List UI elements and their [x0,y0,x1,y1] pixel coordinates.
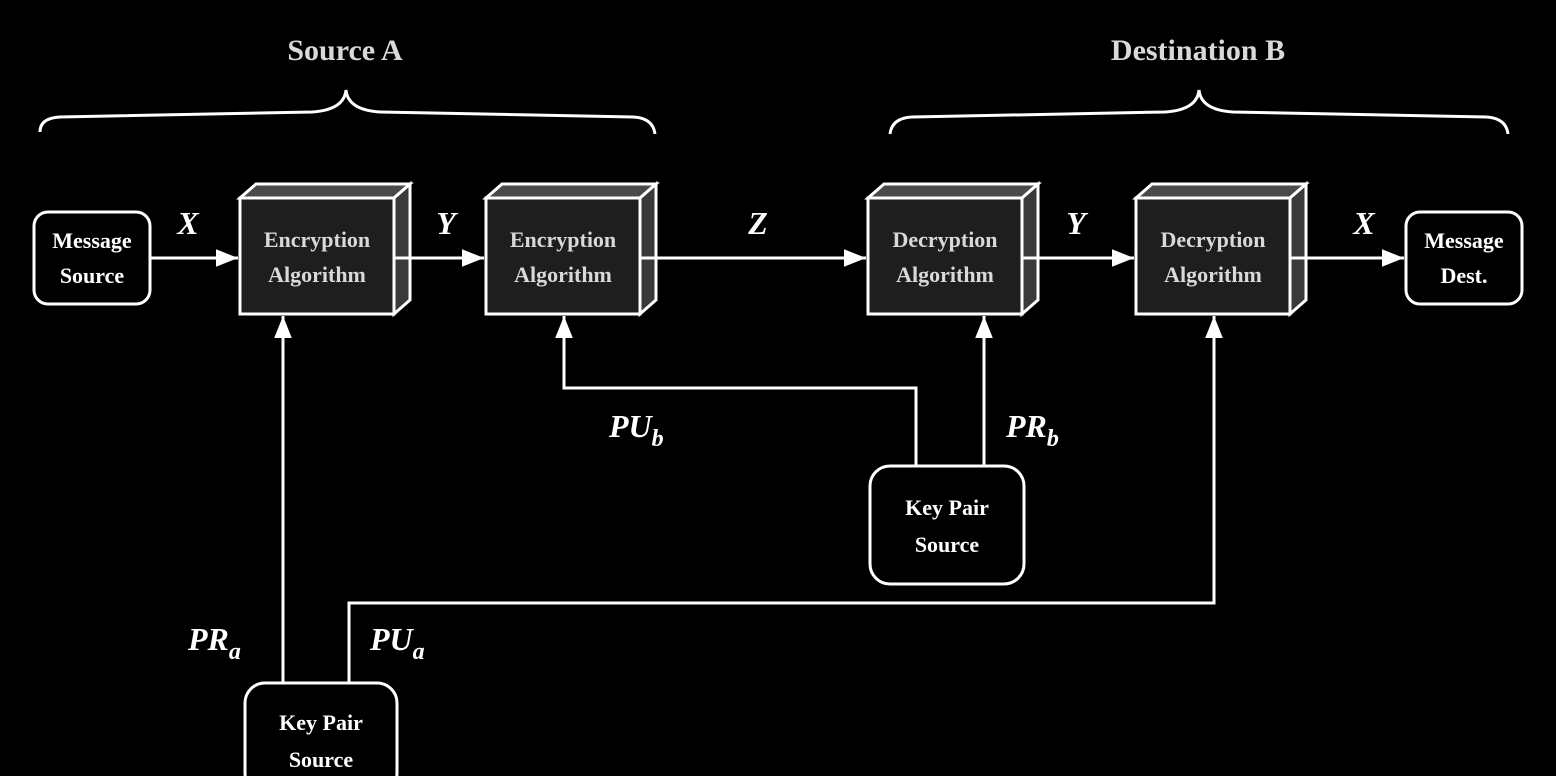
label-z: Z [747,205,768,241]
decryption-algorithm-2: Decryption Algorithm [1132,180,1310,318]
brace-destination [888,89,1510,135]
key-pair-source-b: Key Pair Source [868,464,1026,586]
group-label-destination: Destination B [1111,34,1285,67]
brace-source [38,89,657,135]
message-source-label-line1: Message [52,228,132,253]
encryption-algorithm-2: Encryption Algorithm [482,180,660,318]
label-pr-b: PRb [1005,408,1059,452]
line-pu-a [347,316,1223,683]
label-pu-a: PUa [369,621,425,665]
encryption-algorithm-1: Encryption Algorithm [236,180,414,318]
encryption-2-label-line1: Encryption [510,227,616,252]
label-x-out: X [1352,205,1375,241]
decryption-2-label-line2: Algorithm [1164,262,1262,287]
encryption-1-label-line1: Encryption [264,227,370,252]
decryption-1-label-line1: Decryption [892,227,997,252]
message-dest-label-line1: Message [1424,228,1504,253]
label-y-2: Y [1066,205,1088,241]
group-label-source: Source A [287,34,403,67]
message-dest-box: Message Dest. [1404,210,1524,306]
encryption-2-label-line2: Algorithm [514,262,612,287]
line-pu-b [555,316,918,466]
decryption-algorithm-1: Decryption Algorithm [864,180,1042,318]
encryption-1-label-line2: Algorithm [268,262,366,287]
label-pr-a: PRa [187,621,241,665]
message-dest-label-line2: Dest. [1440,263,1487,288]
key-pair-a-label-line1: Key Pair [279,710,363,735]
label-pu-b: PUb [608,408,664,452]
key-pair-b-label-line2: Source [915,532,980,557]
key-pair-source-a: Key Pair Source [243,681,399,776]
key-pair-a-label-line2: Source [289,747,354,772]
label-x-in: X [176,205,199,241]
label-y-1: Y [436,205,458,241]
message-source-box: Message Source [32,210,152,306]
decryption-2-label-line1: Decryption [1160,227,1265,252]
key-pair-b-label-line1: Key Pair [905,495,989,520]
message-source-label-line2: Source [60,263,125,288]
decryption-1-label-line2: Algorithm [896,262,994,287]
